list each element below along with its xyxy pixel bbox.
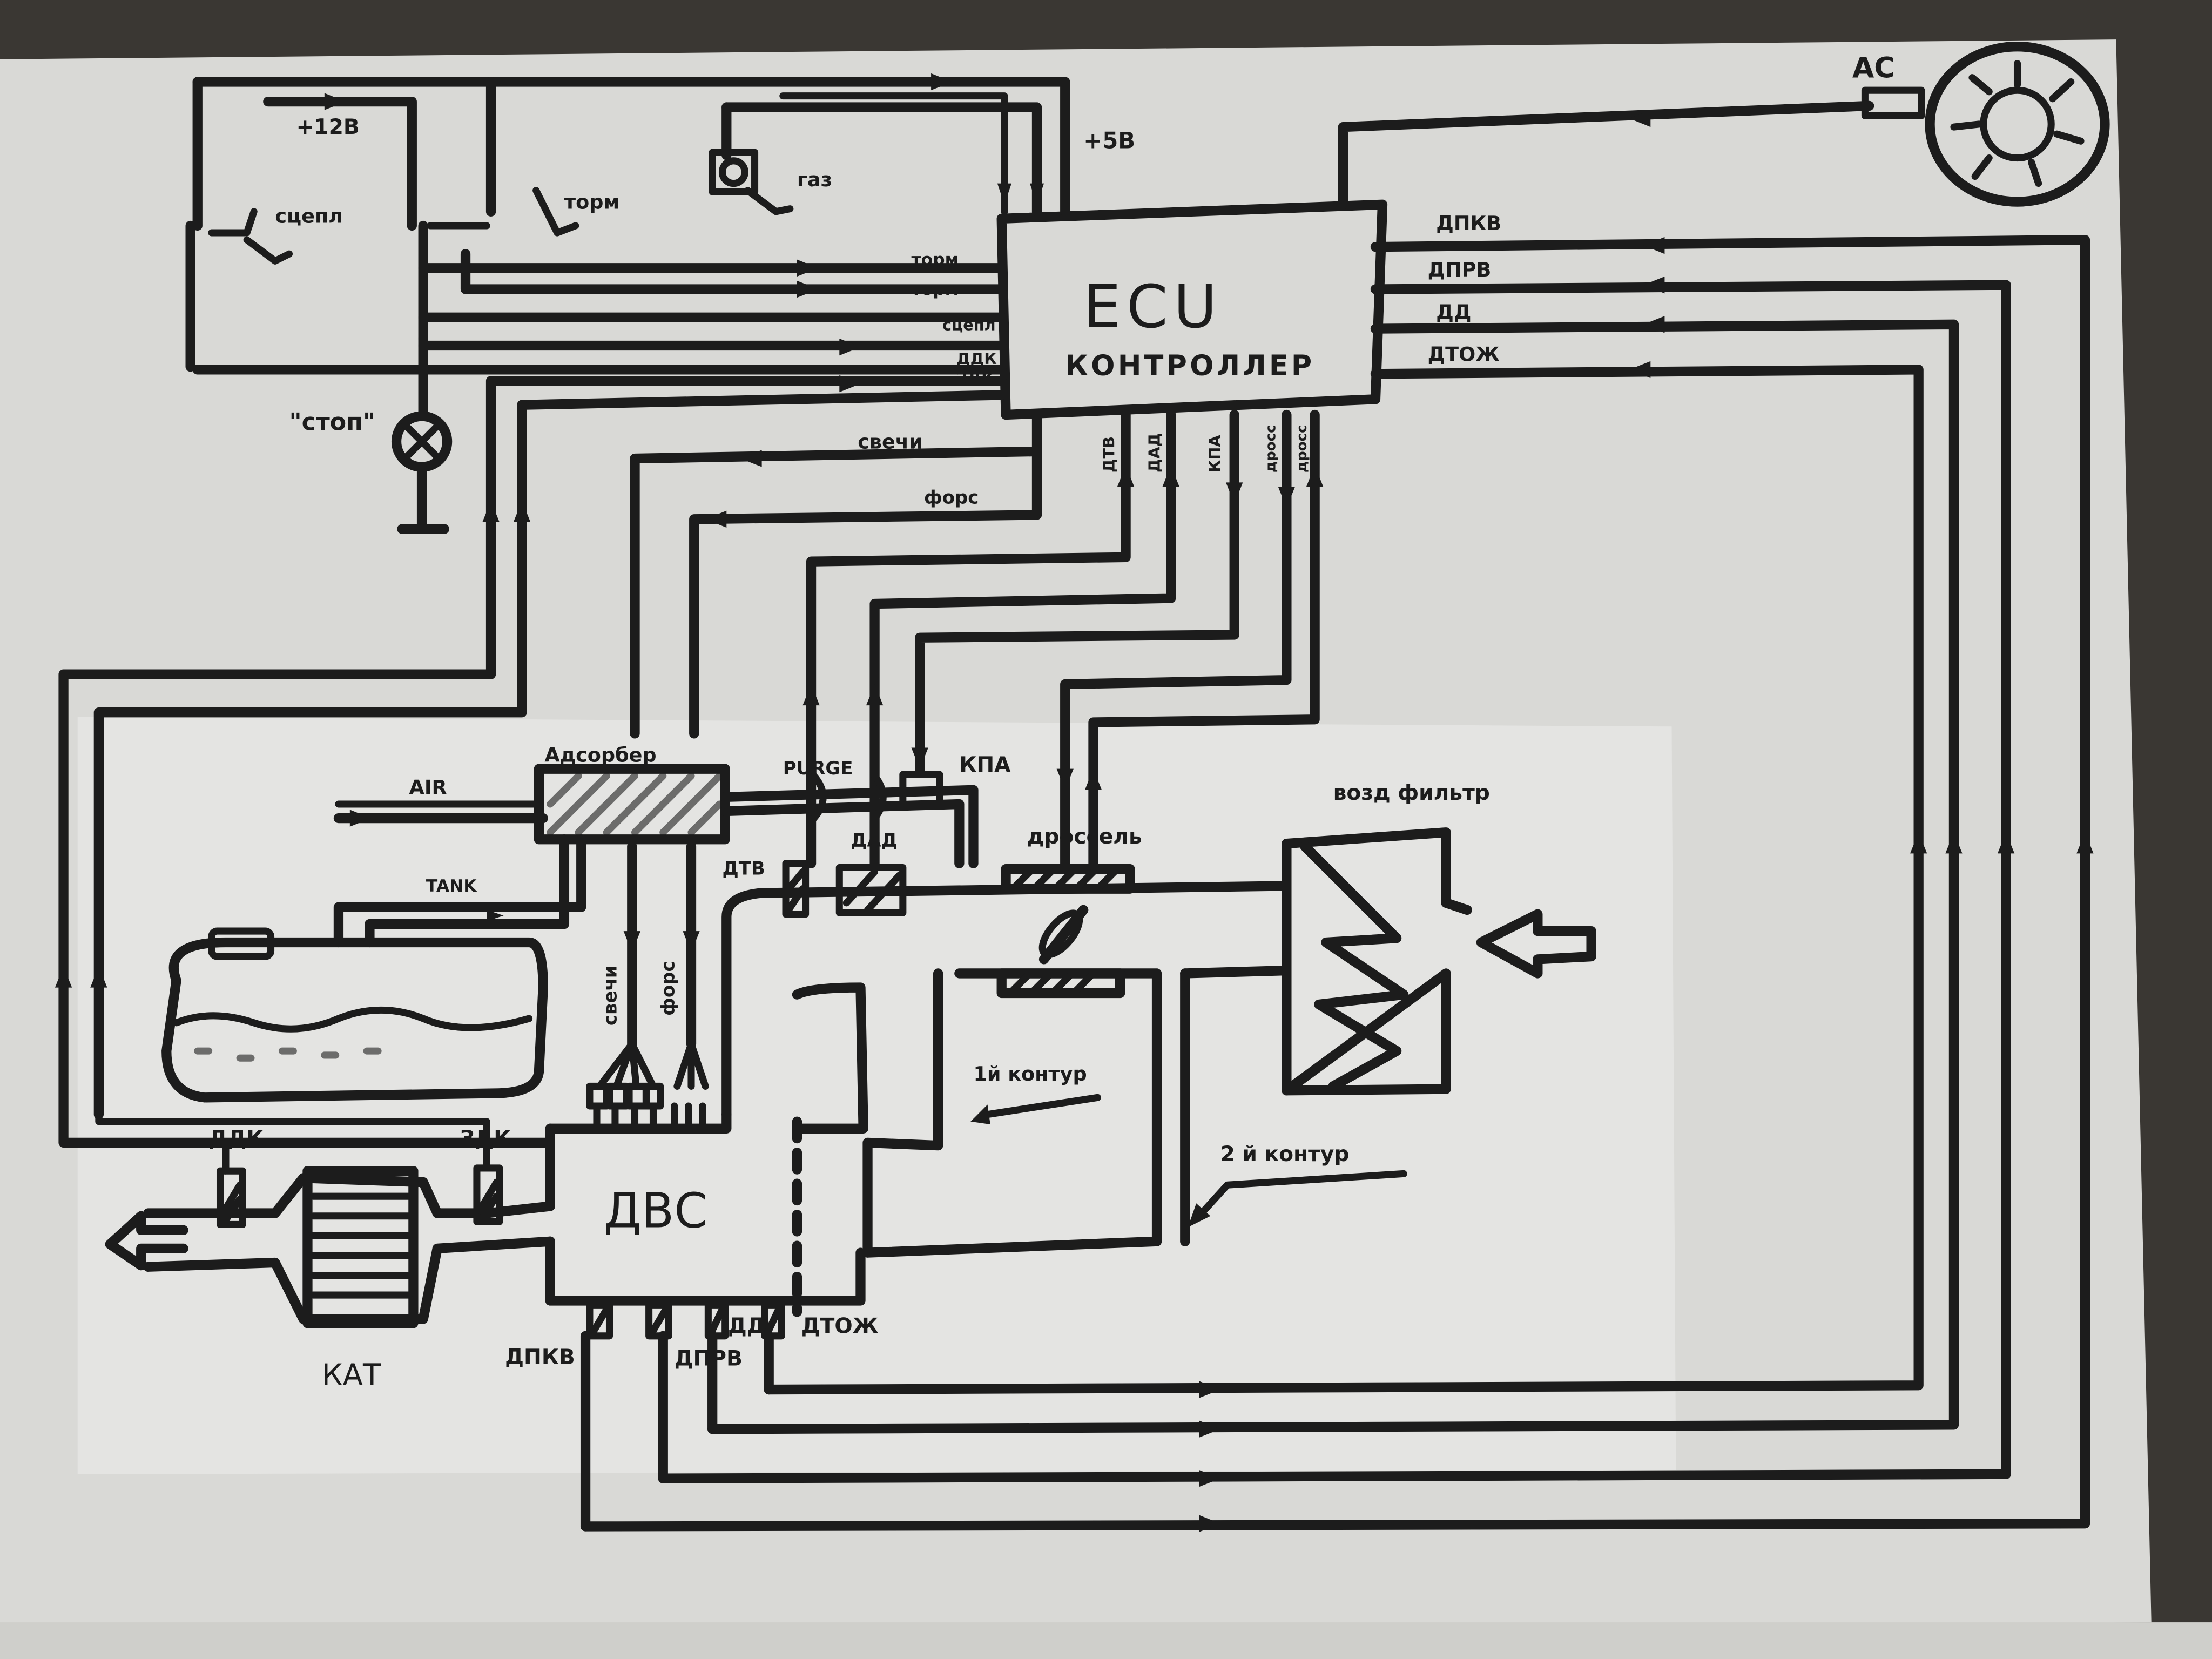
injectors-label: форс [658,961,679,1015]
ecu-bottom-wires: ДТВ ДАД КПА дросс дросс [802,409,1324,868]
plus12-label: +12В [296,115,360,139]
ddk-label: ДДК [209,1127,264,1151]
ecu-in-brake-1: торм [912,250,959,269]
exhaust-catalyst: ДДК ЗДК КАТ [105,1127,555,1392]
plugs-injectors: свечи форс [586,841,709,1132]
tank-label: TANK [426,876,477,896]
circuit1-label: 1й контур [973,1062,1087,1085]
ecu-in-brake-2: торм [912,280,959,299]
ecu-pin-dad: ДАД [1145,433,1163,473]
ecu-in-dtozh: ДТОЖ [1428,343,1500,366]
ecu-right-wires: ДПКВ ДПРВ ДД ДТОЖ [580,212,2094,1532]
ecu-pin-dross-1: дросс [1263,424,1279,473]
intake-sensors: PURGE КПА ДТВ ДАД [722,753,1011,918]
ecu-left-outputs: свечи форс [630,409,1042,739]
ac-fan: AC [1338,42,2110,210]
engine-label: ДВС [604,1183,707,1239]
adsorber: Адсорбер AIR TANK [333,744,979,948]
gas-pedal: газ [709,149,832,215]
plugs-label: свечи [600,965,622,1026]
ecu-out-plugs: свечи [858,430,922,454]
ecu-in-zdk: ЗДК [956,369,994,388]
air-filter-label: возд фильтр [1333,781,1490,805]
air-filter: возд фильтр [1282,781,1596,1096]
ecu-left-wires: торм торм сцепл ДДК ЗДК [192,249,1007,410]
dtozh-label: ДТОЖ [801,1314,879,1339]
ecu-subtitle: КОНТРОЛЛЕР [1065,350,1314,382]
gas-label: газ [797,168,832,191]
ecu-box: ECU КОНТРОЛЛЕР [996,199,1388,420]
stop-lamp-label: "стоп" [289,409,375,436]
dpkv-label: ДПКВ [505,1345,575,1370]
zdk-label: ЗДК [460,1127,511,1151]
fuel-tank [161,927,548,1103]
air-label: AIR [409,776,447,799]
power-wiring [192,73,1070,231]
stop-lamp: "стоп" [289,333,453,534]
clutch-switch: сцепл [185,205,343,372]
ecu-in-dprv: ДПРВ [1428,258,1492,281]
adsorber-label: Адсорбер [544,744,656,767]
ac-label: AC [1852,52,1895,85]
ecu-out-injectors: форс [924,487,979,509]
bottom-sensors: ДПКВ ДПРВ ДД ДТОЖ [505,1301,879,1532]
dad-label: ДАД [851,830,898,851]
throttle-label: дроссель [1027,825,1142,849]
ecu-pin-kpa: КПА [1206,435,1224,473]
ecu-in-ddk: ДДК [956,349,997,368]
circuit2-label: 2 й контур [1220,1142,1350,1166]
cat-label: КАТ [322,1358,381,1392]
dd-label: ДД [728,1314,766,1339]
dtv-label: ДТВ [722,858,765,880]
intake-manifold: дроссель [721,825,1289,1258]
engine-block: ДВС 1й контур 2 й контур [482,982,1407,1317]
brake-label: торм [564,191,619,214]
plus5-label: +5В [1083,127,1135,153]
ecu-pin-dross-2: дросс [1294,424,1310,473]
ecu-in-dpkv: ДПКВ [1436,212,1501,235]
kpa-label: КПА [959,753,1011,777]
clutch-label: сцепл [275,205,343,228]
ecu-in-clutch: сцепл [942,315,996,334]
ecu-pin-dtv: ДТВ [1100,436,1118,473]
ecu-title: ECU [1083,272,1223,341]
ecu-in-dd: ДД [1436,300,1471,323]
dprv-label: ДПРВ [675,1347,743,1371]
